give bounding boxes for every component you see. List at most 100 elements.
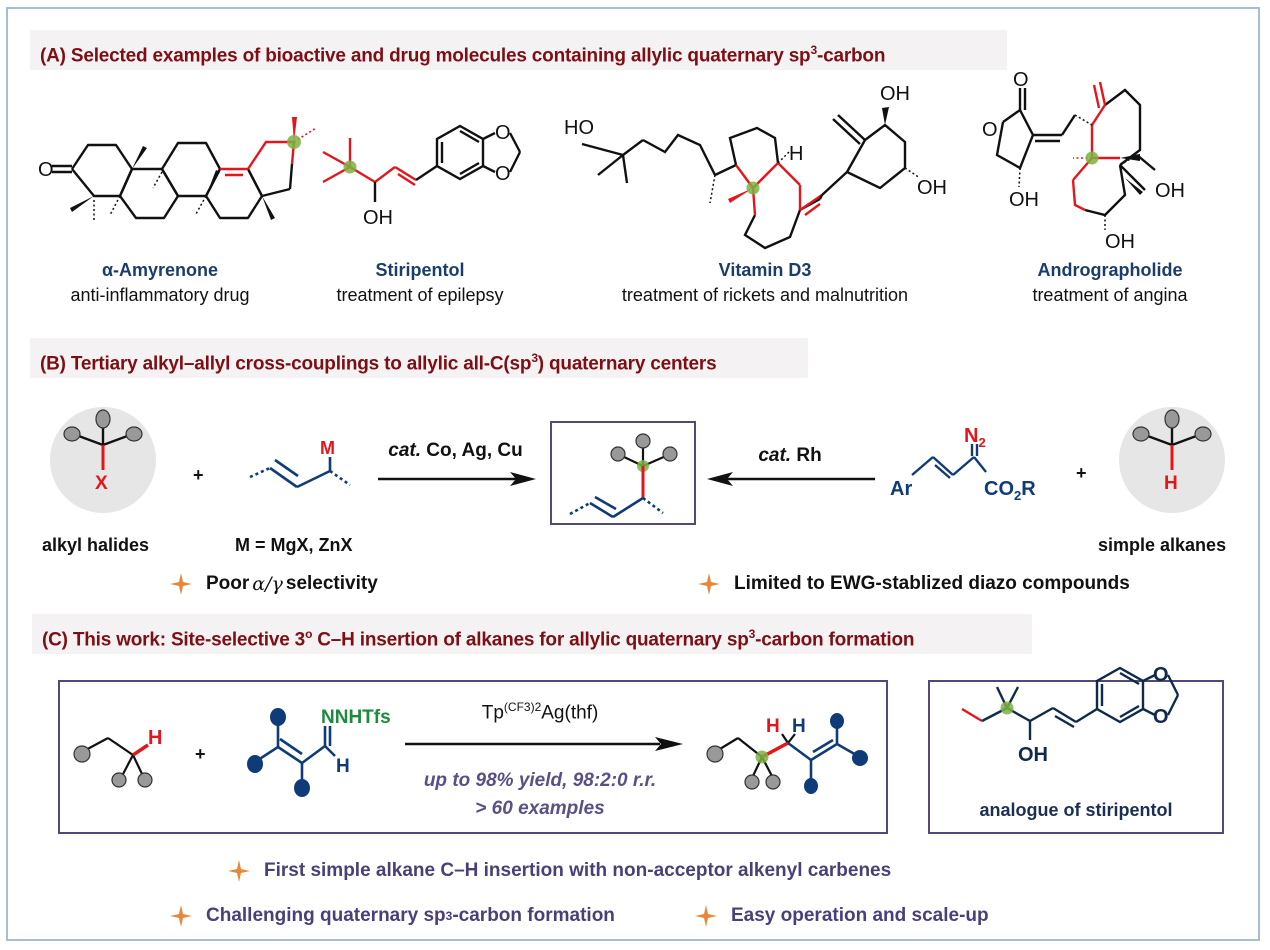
atom-label: OH [363, 207, 393, 229]
cat-prefix: cat. [758, 445, 792, 466]
subscript: 2 [1014, 488, 1021, 503]
section-a-title: (A) Selected examples of bioactive and d… [40, 45, 811, 67]
plus-sign: + [1076, 463, 1087, 483]
bullet-text: selectivity [285, 573, 378, 594]
atom-label: O [982, 119, 998, 141]
molecule-use: treatment of rickets and malnutrition [621, 285, 909, 305]
hydrogen-atom-label: H [792, 716, 806, 737]
alkenyl-hydrazone: NNHTfs H [247, 707, 391, 797]
bullet-text: -carbon formation [452, 905, 615, 926]
cat-prefix: cat. [388, 440, 422, 461]
atom-label: O [495, 163, 511, 185]
drawback-bullet: Limited to EWG-stablized diazo compounds [698, 573, 1130, 595]
product-box [550, 421, 696, 525]
ester-co: CO [984, 478, 1014, 500]
quaternary-carbon-marker [746, 181, 760, 195]
atom-label: O [1013, 69, 1029, 91]
analogue-box [928, 680, 1224, 834]
alkane-substrate: H [73, 727, 162, 788]
molecule-name: Stiripentol [375, 260, 465, 280]
quaternary-carbon-marker [287, 135, 301, 149]
catalyst-tp: Tp [481, 702, 504, 724]
star-icon [170, 573, 192, 595]
atom-label: O [495, 122, 511, 144]
yield-condition: up to 98% yield, 98:2:0 r.r. [423, 770, 657, 791]
bullet-text: First simple alkane C–H insertion with n… [264, 860, 892, 881]
atom-label: OH [1018, 744, 1048, 766]
vinyl-diazo-structure: Ar N2 CO2R [890, 425, 1036, 503]
atom-label: OH [1009, 189, 1039, 211]
simple-alkanes-label: simple alkanes [1098, 535, 1227, 555]
alkyl-halide-structure: X [50, 407, 156, 513]
superscript: 3 [748, 627, 756, 641]
atom-label: H [789, 143, 803, 165]
simple-alkane-structure: H [1119, 407, 1225, 513]
diazo-n2-label: N2 [964, 425, 986, 450]
plus-sign: + [195, 744, 206, 764]
vitamin-d3-structure: HO H OH OH [564, 83, 947, 250]
quaternary-carbon-marker [343, 160, 357, 174]
alkyl-halides-label: alkyl halides [42, 535, 150, 555]
hydrogen-atom-label: H [1164, 473, 1178, 494]
allyl-metal-structure: M [249, 438, 351, 489]
cobalt-catalyst-label: cat. Co, Ag, Cu [378, 440, 533, 462]
atom-label: OH [1105, 231, 1135, 253]
forward-arrow [378, 472, 536, 486]
ester-label: CO2R [984, 478, 1036, 503]
molecule-name: α-Amyrenone [101, 260, 219, 280]
stiripentol-analogue-structure: OH O O [961, 664, 1180, 766]
greek-alpha-gamma: α/γ [252, 573, 283, 595]
alkylation-product: H H [706, 713, 868, 794]
bullet-text: Limited to EWG-stablized diazo compounds [734, 573, 1130, 594]
hydrogen-atom-label: H [766, 716, 780, 737]
subscript: 2 [978, 435, 985, 450]
molecule-use: treatment of epilepsy [336, 285, 504, 305]
highlight-bullet: Easy operation and scale-up [695, 905, 989, 927]
halide-atom-label: X [95, 473, 108, 494]
atom-label: O [1153, 664, 1169, 686]
quaternary-carbon-marker [1085, 151, 1099, 165]
reaction-box [58, 680, 888, 834]
bullet-text: Challenging quaternary sp [206, 905, 446, 926]
star-icon [698, 573, 720, 595]
atom-label: OH [880, 83, 910, 105]
hydrazone-label: NNHTfs [321, 707, 391, 728]
molecule-name: Andrographolide [1037, 260, 1183, 280]
figure-frame [6, 7, 1260, 941]
star-icon [228, 860, 250, 882]
atom-label: HO [564, 117, 594, 139]
reaction-arrow [405, 737, 683, 751]
hydrogen-atom-label: H [336, 756, 350, 777]
superscript: (CF3)2 [503, 700, 542, 714]
quaternary-carbon-marker [1000, 701, 1014, 715]
highlight-bullet: First simple alkane C–H insertion with n… [228, 860, 891, 882]
superscript: 3 [445, 909, 453, 923]
superscript: 3 [810, 43, 817, 57]
bullet-text: Poor [206, 573, 250, 594]
section-b-header: (B) Tertiary alkyl–allyl cross-couplings… [30, 338, 808, 378]
molecule-use: treatment of angina [1032, 285, 1188, 305]
drawback-bullet: Poor α/γ selectivity [170, 573, 378, 595]
stiripentol-structure: OH O O [322, 122, 522, 229]
hydrogen-atom-label: H [148, 727, 162, 749]
ester-r: R [1021, 478, 1036, 500]
section-c-title-mid: C–H insertion of alkanes for allylic qua… [312, 629, 749, 651]
section-c-header: (C) This work: Site-selective 3o C–H ins… [32, 614, 1032, 654]
superscript: o [305, 627, 313, 641]
catalyst-label: Tp(CF3)2Ag(thf) [405, 700, 675, 724]
molecule-use: anti-inflammatory drug [70, 285, 250, 305]
molecule-name: Vitamin D3 [718, 260, 812, 280]
section-c-title-end: -carbon formation [755, 629, 915, 651]
superscript: 3 [531, 351, 538, 365]
section-a-header: (A) Selected examples of bioactive and d… [30, 30, 1007, 70]
andrographolide-structure: O O OH OH OH [982, 69, 1185, 253]
metal-atom-label: M [320, 438, 335, 458]
star-icon [695, 905, 717, 927]
section-b-title: (B) Tertiary alkyl–allyl cross-couplings… [40, 353, 532, 375]
allylic-quaternary-product [569, 433, 678, 519]
section-b-title-end: ) quaternary centers [537, 353, 717, 375]
allyl-metal-label: M = MgX, ZnX [235, 535, 353, 555]
bullet-text: Easy operation and scale-up [731, 905, 989, 926]
catalyst-ag: Ag(thf) [541, 702, 599, 724]
